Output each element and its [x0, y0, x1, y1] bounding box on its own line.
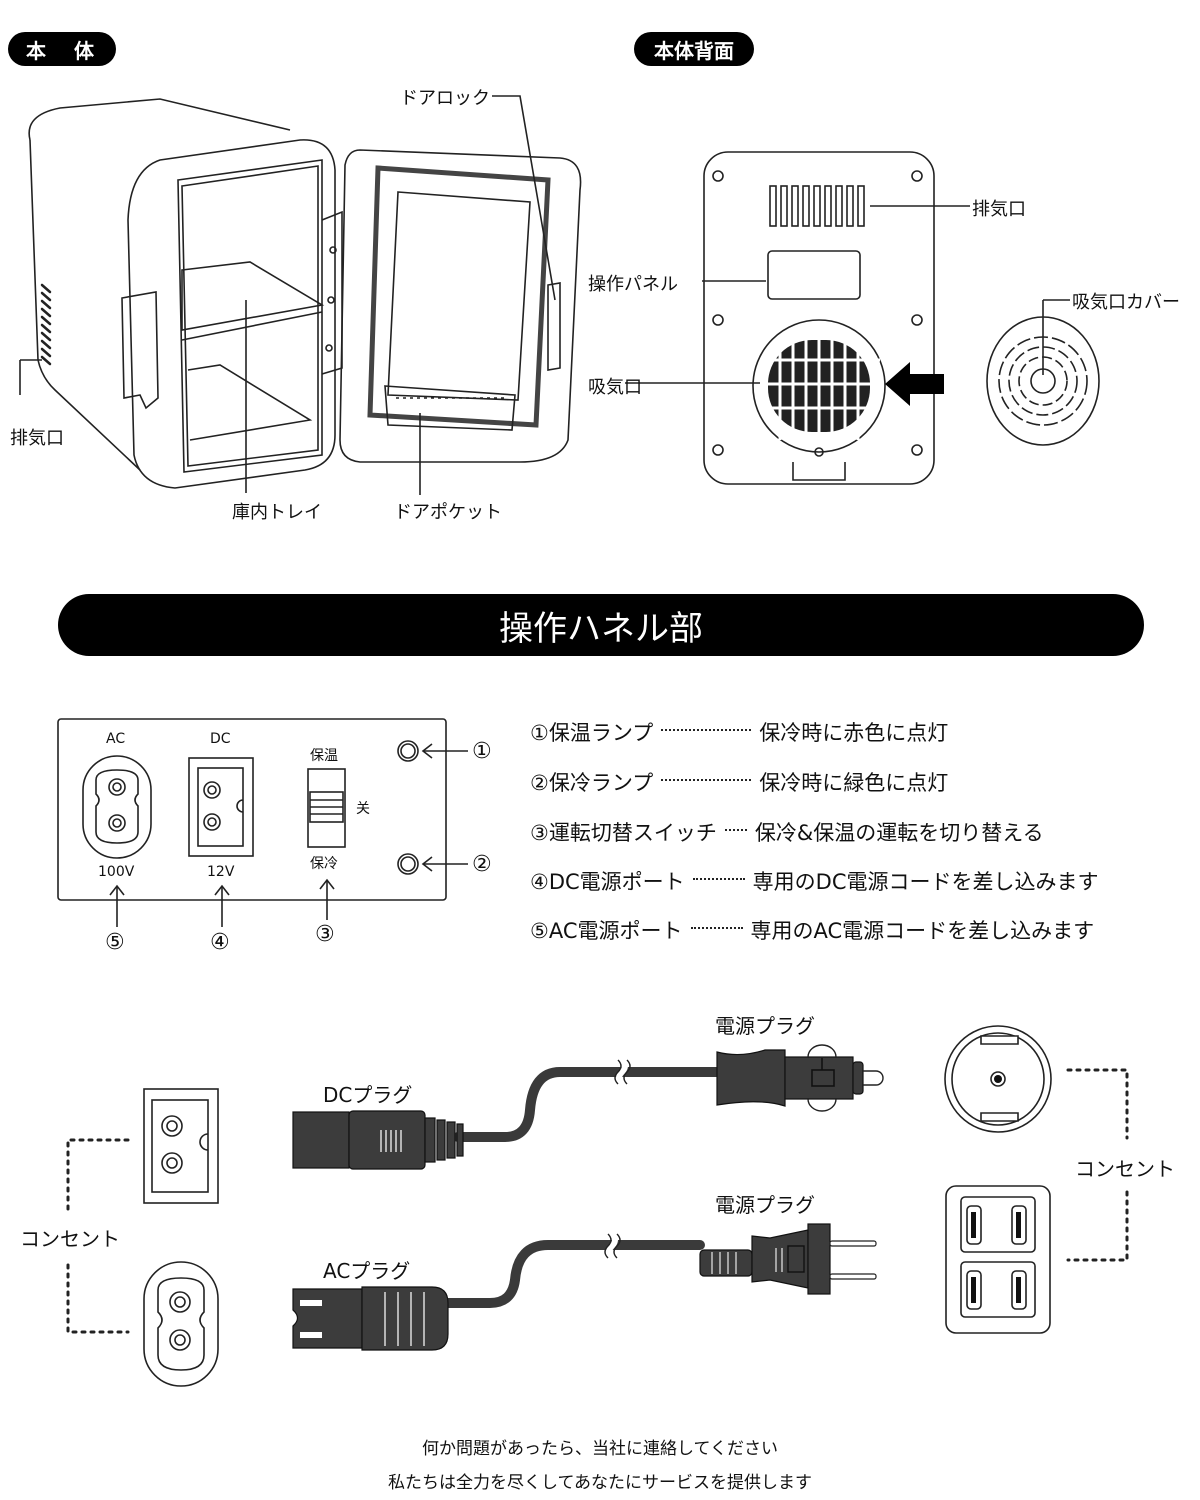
- panel-label-ac-voltage: 100V: [98, 864, 135, 880]
- desc-row-1: ①保温ランプ 保冷時に赤色に点灯: [530, 717, 948, 747]
- desc-name: ④DC電源ポート: [530, 870, 685, 894]
- label-tray: 庫内トレイ: [232, 502, 322, 523]
- label-outlet-left: コンセント: [20, 1227, 120, 1251]
- dotted-leader: [690, 927, 743, 929]
- desc-row-2: ②保冷ランプ 保冷時に緑色に点灯: [530, 767, 948, 797]
- dotted-leader: [661, 729, 752, 731]
- desc-row-3: ③運転切替スイッチ 保冷&保温の運転を切り替える: [530, 817, 1044, 847]
- desc-text: 保冷時に赤色に点灯: [759, 721, 949, 745]
- footer-line-2: 私たちは全力を尽くしてあなたにサービスを提供します: [388, 1473, 812, 1493]
- section-title-back-body: 本体背面: [634, 32, 754, 66]
- label-ac-plug: ACプラグ: [323, 1259, 411, 1283]
- section-title-panel: 操作ハネル部: [58, 594, 1144, 656]
- desc-text: 専用のAC電源コードを差し込みます: [750, 919, 1095, 943]
- callout-1: ①: [472, 739, 492, 764]
- desc-text: 専用のDC電源コードを差し込みます: [752, 870, 1099, 894]
- label-power-plug-wall: 電源プラグ: [715, 1193, 815, 1217]
- desc-row-4: ④DC電源ポート 専用のDC電源コードを差し込みます: [530, 866, 1099, 896]
- callout-2: ②: [472, 852, 492, 877]
- callout-3: ③: [315, 922, 335, 947]
- callout-5: ⑤: [105, 930, 125, 955]
- desc-text: 保冷時に緑色に点灯: [759, 771, 949, 795]
- label-intake: 吸気口: [588, 377, 642, 398]
- label-door-lock: ドアロック: [400, 88, 490, 109]
- switch-label-cool: 保冷: [310, 856, 338, 872]
- label-power-plug-car: 電源プラグ: [715, 1014, 815, 1038]
- desc-row-5: ⑤AC電源ポート 専用のAC電源コードを差し込みます: [530, 915, 1094, 945]
- switch-label-warm: 保温: [310, 748, 338, 764]
- control-panel-diagram: [57, 718, 468, 927]
- desc-text: 保冷&保温の運転を切り替える: [754, 821, 1044, 845]
- switch-label-off: 关: [356, 801, 370, 817]
- label-back-exhaust: 排気口: [972, 199, 1026, 220]
- dotted-leader: [661, 779, 752, 781]
- desc-name: ②保冷ランプ: [530, 771, 654, 795]
- label-outlet-right: コンセント: [1075, 1157, 1175, 1181]
- footer-line-1: 何か問題があったら、当社に連絡してください: [422, 1439, 778, 1459]
- fridge-front-illustration: [19, 95, 582, 495]
- fridge-back-illustration: [625, 151, 1100, 485]
- desc-name: ⑤AC電源ポート: [530, 919, 683, 943]
- panel-label-dc-voltage: 12V: [207, 864, 235, 880]
- label-control-panel: 操作パネル: [588, 274, 678, 295]
- section-title-main-body: 本 体: [8, 32, 116, 66]
- label-exhaust-side: 排気口: [10, 428, 64, 449]
- panel-label-dc: DC: [210, 731, 231, 747]
- dotted-leader: [724, 829, 747, 831]
- desc-name: ①保温ランプ: [530, 721, 654, 745]
- dotted-leader: [692, 878, 745, 880]
- cords-diagram: [66, 1025, 1129, 1387]
- label-intake-cover: 吸気口カバー: [1072, 292, 1180, 313]
- label-dc-plug: DCプラグ: [323, 1083, 413, 1107]
- callout-4: ④: [210, 930, 230, 955]
- label-door-pocket: ドアポケット: [394, 502, 502, 523]
- desc-name: ③運転切替スイッチ: [530, 821, 717, 845]
- panel-label-ac: AC: [106, 731, 126, 747]
